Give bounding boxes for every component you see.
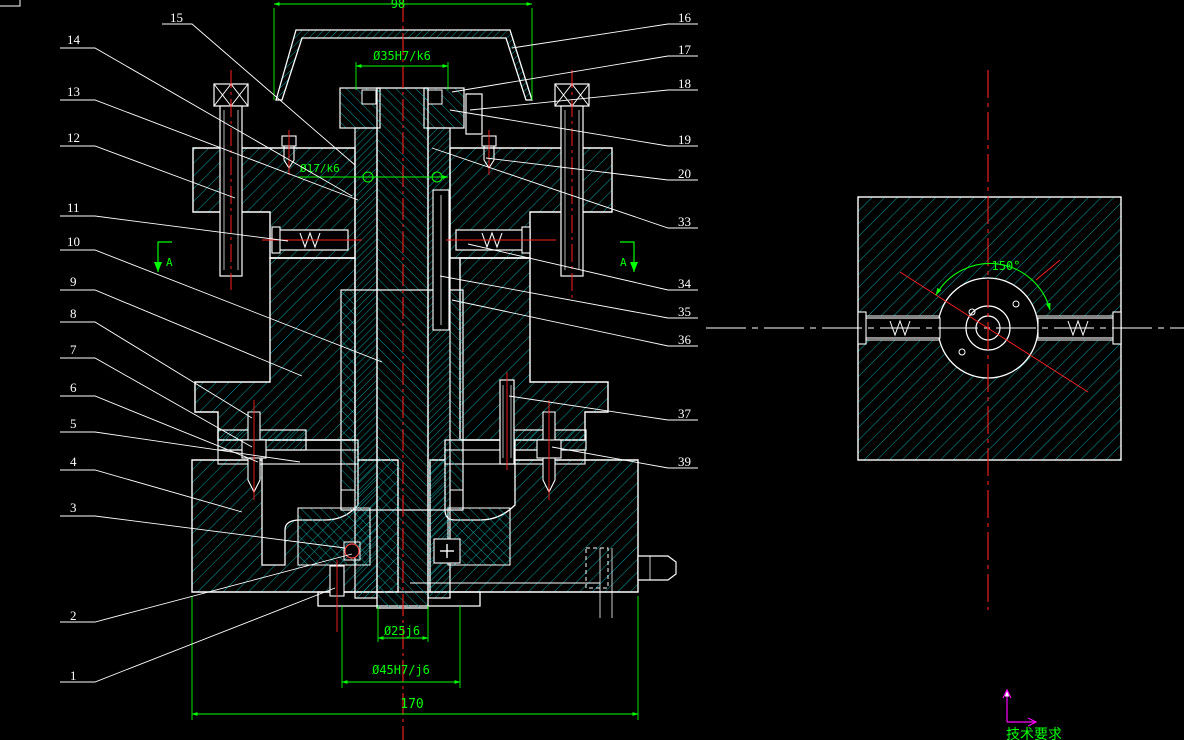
part-label: 37 <box>678 406 692 421</box>
angle-text: 150° <box>992 259 1021 273</box>
part-label: 16 <box>678 10 692 25</box>
dim-shaft-fit-top-text: Ø35H7/k6 <box>373 49 431 63</box>
part-label: 4 <box>70 454 77 469</box>
part-label: 17 <box>678 42 692 57</box>
part-label: 10 <box>67 234 80 249</box>
part-labels-left: 15 14 13 12 11 10 9 8 7 6 5 4 3 2 1 <box>67 10 183 683</box>
middle-body-right <box>459 257 609 441</box>
part-label: 5 <box>70 416 77 431</box>
part-label: 33 <box>678 214 691 229</box>
leaders-left <box>60 23 383 683</box>
top-cover <box>275 29 533 101</box>
inner-shaft-gap-left <box>340 289 356 491</box>
dim-small-fit-text: Ø17/k6 <box>300 162 340 175</box>
angle-arc <box>935 262 1051 311</box>
dim-bottom-inner: Ø25j6 <box>377 606 429 642</box>
part-label: 20 <box>678 166 691 181</box>
dim-base-width: 170 <box>191 596 639 720</box>
section-mark-right: A <box>620 241 638 272</box>
section-letter-left: A <box>166 256 173 269</box>
part-label: 9 <box>70 274 77 289</box>
part-label: 2 <box>70 608 77 623</box>
dim-base-width-text: 170 <box>400 697 423 712</box>
top-nut <box>465 93 483 135</box>
notes-heading: 技术要求 <box>1006 727 1062 740</box>
dim-top-width-text: 98 <box>391 0 405 11</box>
section-letter-right: A <box>620 256 627 269</box>
section-a-view: 150° <box>706 70 1184 610</box>
part-label: 19 <box>678 132 691 147</box>
leaders-right <box>431 23 698 469</box>
dim-bottom-outer: Ø45H7/j6 <box>341 606 461 688</box>
dim-bottom-inner-text: Ø25j6 <box>384 624 420 638</box>
middle-body <box>194 257 356 441</box>
part-label: 6 <box>70 380 77 395</box>
top-bearing-ball-left <box>361 89 377 105</box>
part-label: 36 <box>678 332 692 347</box>
part-label: 35 <box>678 304 691 319</box>
main-section-view: A A 98 Ø35H7/k6 Ø17/k6 <box>154 0 677 740</box>
top-bearing-ball-right <box>427 89 443 105</box>
part-label: 34 <box>678 276 692 291</box>
corner-mark <box>0 0 21 7</box>
part-label: 18 <box>678 76 691 91</box>
part-label: 7 <box>70 342 77 357</box>
section-radial-2 <box>1035 259 1061 281</box>
inner-shaft-gap-right <box>449 289 464 491</box>
dim-top-width: 98 <box>273 0 533 100</box>
dim-shaft-fit-top: Ø35H7/k6 <box>355 49 449 90</box>
section-mark-left: A <box>154 241 173 272</box>
part-label: 13 <box>67 84 80 99</box>
part-label: 12 <box>67 130 80 145</box>
part-label: 39 <box>678 454 691 469</box>
dim-bottom-outer-text: Ø45H7/j6 <box>372 663 430 677</box>
part-label: 8 <box>70 306 77 321</box>
part-label: 14 <box>67 32 81 47</box>
part-label: 1 <box>70 668 77 683</box>
side-fitting <box>410 547 677 618</box>
part-label: 15 <box>170 10 183 25</box>
notes-area: 技术要求 <box>1002 688 1062 740</box>
part-label: 11 <box>67 200 80 215</box>
sleeve-left <box>354 127 378 599</box>
plus-mark <box>433 538 461 564</box>
part-labels-right: 16 17 18 19 20 33 34 35 36 37 39 <box>678 10 692 469</box>
section-radial-1 <box>899 271 1089 393</box>
part-label: 3 <box>70 500 77 515</box>
